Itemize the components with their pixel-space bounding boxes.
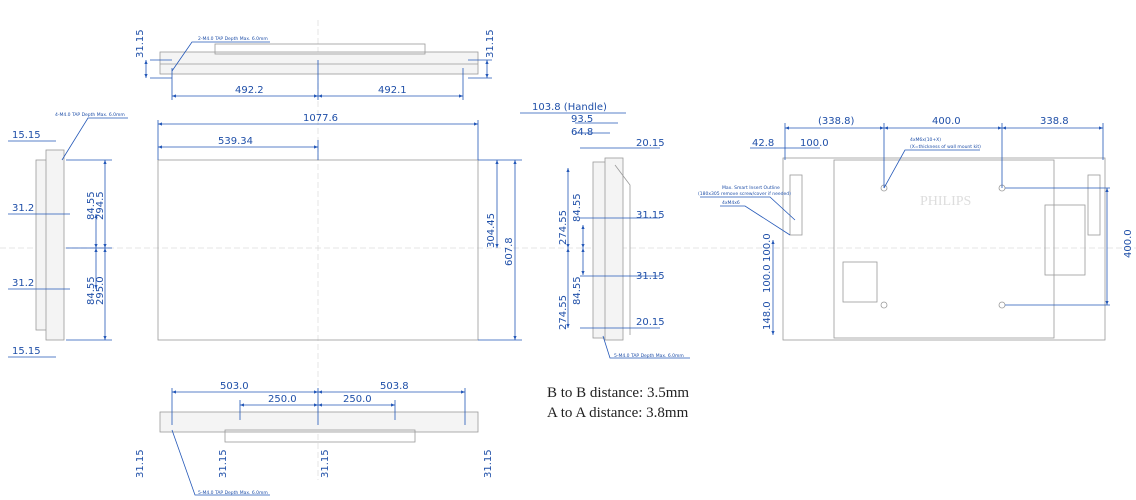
dim-height-right: 31.15 (485, 29, 496, 58)
dim-right-bottom: 20.15 (636, 317, 665, 328)
dim-height: 607.8 (504, 237, 515, 266)
dim-bottom-center-left: 250.0 (268, 394, 297, 405)
dim-bottom-h1: 31.15 (135, 449, 146, 478)
dim-bottom-h3: 31.15 (320, 449, 331, 478)
dim-rear-mid: 400.0 (932, 116, 961, 127)
rear-view: PHILIPS (338.8) 400.0 338.8 42.8 100.0 4… (698, 116, 1134, 341)
note-smart-insert: Max. Smart Insert Outline (722, 185, 780, 191)
dim-rear-left: 42.8 (752, 138, 774, 149)
dim-top-right: 492.1 (378, 85, 407, 96)
dim-width: 1077.6 (303, 113, 338, 124)
dim-rear-v2: 100.0 (762, 264, 773, 293)
front-view: 1077.6 539.34 304.45 607.8 (157, 113, 522, 341)
top-view: 31.15 31.15 492.2 492.1 2-M4.0 TAP Depth… (135, 29, 496, 100)
dim-right-d2: 64.8 (571, 127, 593, 138)
bottom-view: 503.0 503.8 250.0 250.0 31.15 31.15 31.1… (135, 381, 494, 496)
left-side-view: 15.15 15.15 31.2 31.2 84.55 294.5 84.55 … (8, 112, 128, 358)
dim-right-a1: 84.55 (572, 193, 583, 222)
dim-left-offset-2: 31.2 (12, 278, 34, 289)
note-right-tap: 5-M4.0 TAP Depth Max. 6.0mm (614, 353, 684, 359)
note-m4: 4xM4x6 (722, 200, 740, 206)
dim-rear-right: 338.8 (1040, 116, 1069, 127)
dim-half-width: 539.34 (218, 136, 253, 147)
right-side-view: 103.8 (Handle) 93.5 64.8 20.15 31.15 31.… (520, 102, 690, 359)
dim-left-offset-1: 31.2 (12, 203, 34, 214)
dim-right-v2: 274.55 (558, 295, 569, 330)
dim-right-top: 20.15 (636, 138, 665, 149)
dim-height-left: 31.15 (135, 29, 146, 58)
dim-bottom-left: 503.0 (220, 381, 249, 392)
dim-bottom-right: 503.8 (380, 381, 409, 392)
dim-right-v1: 274.55 (558, 210, 569, 245)
note-bottom-tap: 5-M4.0 TAP Depth Max. 6.0mm (198, 490, 268, 496)
note-left-tap: 4-M4.0 TAP Depth Max. 6.0mm (55, 112, 125, 118)
note-wall-mount: 4xM6x(10+X) (910, 137, 941, 143)
dim-handle: 103.8 (Handle) (532, 102, 607, 113)
note-smart-insert-sub: (180x305 remove screw/cover if needed) (698, 191, 791, 197)
dim-bottom-center-right: 250.0 (343, 394, 372, 405)
dim-right-mid2: 31.15 (636, 271, 665, 282)
note-top-tap: 2-M4.0 TAP Depth Max. 6.0mm (198, 36, 268, 42)
dim-right-a2: 84.55 (572, 276, 583, 305)
dim-rear-left2: 100.0 (800, 138, 829, 149)
dim-bottom-h4: 31.15 (483, 449, 494, 478)
dim-rear-paren: (338.8) (818, 116, 855, 127)
dim-left-a1: 84.55 (86, 191, 97, 220)
dim-left-bottom: 15.15 (12, 346, 41, 357)
b-to-b-distance: B to B distance: 3.5mm (547, 385, 690, 401)
dim-right-d1: 93.5 (571, 114, 593, 125)
dim-top-left: 492.2 (235, 85, 264, 96)
dim-left-b1: 294.5 (95, 191, 106, 220)
dim-rear-height: 400.0 (1123, 229, 1134, 258)
a-to-a-distance: A to A distance: 3.8mm (547, 405, 689, 421)
brand-logo: PHILIPS (920, 194, 971, 209)
dim-rear-v3: 148.0 (762, 301, 773, 330)
dim-left-top: 15.15 (12, 130, 41, 141)
dim-right-mid1: 31.15 (636, 210, 665, 221)
dim-bottom-h2: 31.15 (218, 449, 229, 478)
note-wall-mount-sub: (X=thickness of wall mount kit) (910, 144, 981, 150)
dim-left-a2: 84.55 (86, 276, 97, 305)
dim-rear-v1: 100.0 (762, 233, 773, 262)
dim-half-height: 304.45 (486, 213, 497, 248)
dim-left-b2: 295.0 (95, 276, 106, 305)
